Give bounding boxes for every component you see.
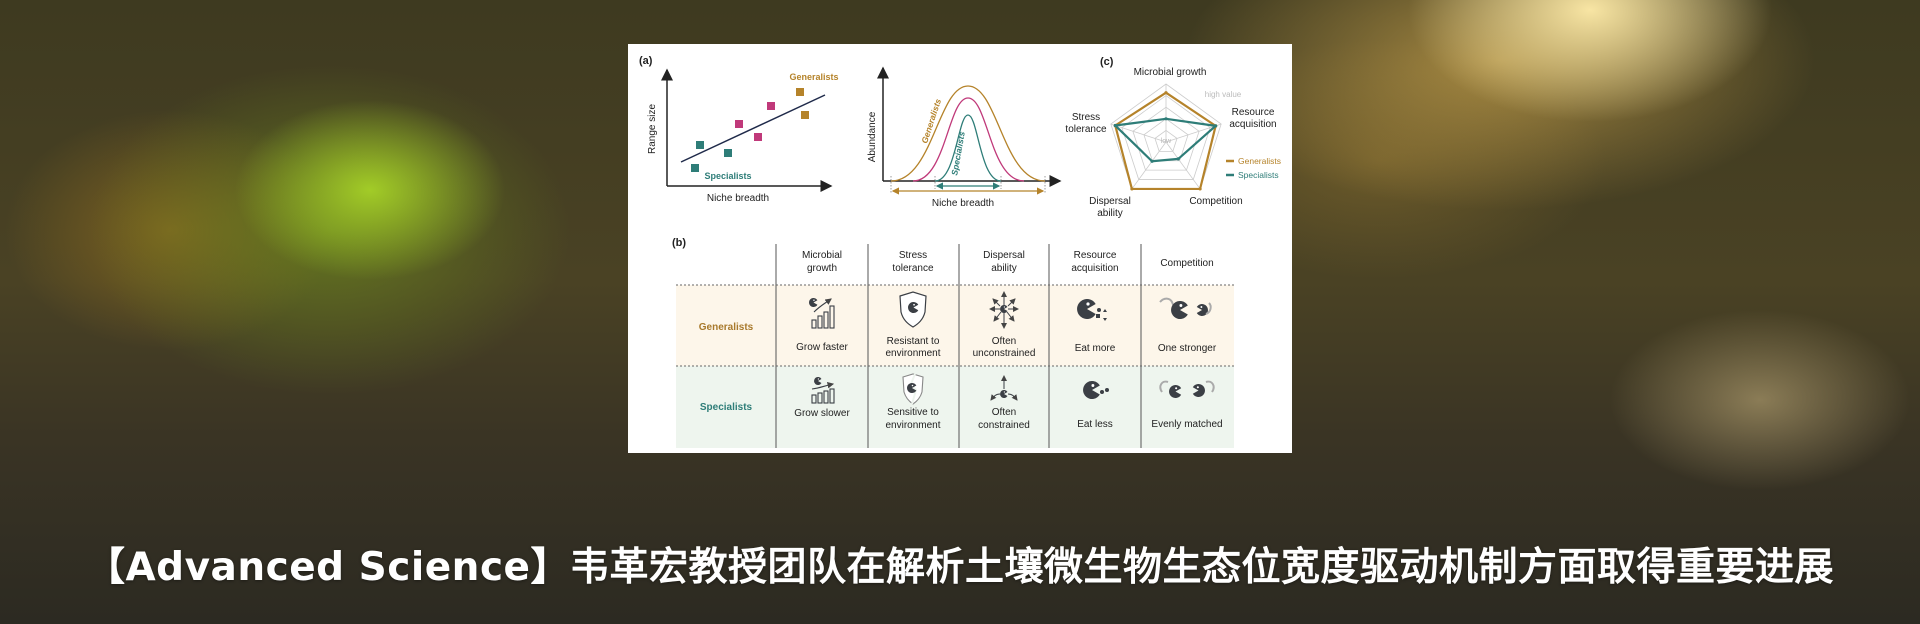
radar-spoke (1110, 123, 1167, 143)
table-row-specialists: Specialists Grow slower Sensitive to env… (700, 373, 1223, 431)
col-header-line1: Microbial (802, 250, 842, 261)
radar-grid-ring (1121, 95, 1211, 180)
cell-text: Resistant to (887, 336, 940, 347)
radar-point (1150, 159, 1154, 163)
col-header-line1: Stress (899, 250, 927, 261)
broken-shield-icon (902, 373, 924, 405)
competition-even-icon (1159, 380, 1215, 398)
radar-label-growth: Microbial growth (1134, 67, 1207, 78)
col-header-line2: growth (807, 263, 837, 274)
specialists-row-bg (676, 366, 1234, 448)
row-label: Generalists (699, 322, 754, 333)
growth-fast-icon (809, 298, 835, 329)
scatter-specialists-label: Specialists (704, 171, 751, 181)
radar-spoke (1165, 141, 1201, 190)
scatter-generalists-label: Generalists (789, 72, 838, 82)
radar-spoke (1165, 123, 1222, 143)
radar-point (1214, 124, 1218, 128)
point-specialist (696, 141, 704, 149)
point-intermediate (754, 133, 762, 141)
legend-generalists: Generalists (1238, 156, 1281, 166)
curves-y-label: Abundance (867, 111, 878, 162)
panel-c-label: (c) (1100, 56, 1114, 68)
radar-low-label: low (1161, 138, 1172, 145)
point-intermediate (735, 120, 743, 128)
scatter-y-label: Range size (647, 104, 658, 154)
cell-text: unconstrained (973, 348, 1036, 359)
radar-label-dispersal-2: ability (1097, 208, 1123, 219)
radar-point (1164, 117, 1168, 121)
intermediate-curve (912, 97, 1025, 182)
cell-text: Often (992, 336, 1016, 347)
radar-chart (1110, 83, 1222, 191)
curves-x-label: Niche breadth (932, 198, 994, 209)
radar-label-stress-2: tolerance (1065, 124, 1107, 135)
col-header-line1: Resource (1074, 250, 1117, 261)
panel-a-label: (a) (639, 55, 653, 67)
point-specialist (691, 164, 699, 172)
figure-svg: (a) Generalists Specialists Niche breadt… (639, 55, 1281, 448)
col-header-line2: ability (991, 263, 1017, 274)
cell-text: environment (885, 348, 940, 359)
radar-label-competition: Competition (1189, 196, 1242, 207)
radar-label-dispersal-1: Dispersal (1089, 196, 1131, 207)
cell-text: Eat more (1075, 343, 1116, 354)
shield-icon (899, 291, 927, 328)
radar-label-resource-2: acquisition (1229, 119, 1276, 130)
col-header-line1: Dispersal (983, 250, 1025, 261)
radar-series-specialists (1114, 117, 1217, 163)
radar-point (1113, 123, 1117, 128)
point-generalist (796, 88, 804, 96)
radar-spoke (1131, 141, 1167, 190)
panel-b-label: (b) (672, 237, 686, 249)
table-row-generalists: Generalists Grow faster Resistant to env… (699, 291, 1217, 359)
radar-grid-ring (1132, 106, 1200, 171)
dispersal-many-icon (989, 291, 1019, 329)
table-header: Microbial growth Stress tolerance Disper… (802, 250, 1214, 274)
cell-text: One stronger (1158, 343, 1217, 354)
page-title: 【Advanced Science】韦革宏教授团队在解析土壤微生物生态位宽度驱动… (85, 545, 1835, 590)
point-specialist (724, 149, 732, 157)
cell-text: Grow faster (796, 342, 848, 353)
scatter-points (691, 88, 809, 172)
row-label: Specialists (700, 402, 753, 413)
radar-series-generalists (1114, 91, 1217, 191)
curves-specialists-label: Specialists (949, 130, 967, 176)
point-generalist (801, 111, 809, 119)
point-intermediate (767, 102, 775, 110)
dispersal-few-icon (990, 375, 1018, 401)
legend-specialists: Specialists (1238, 170, 1279, 180)
cell-text: Often (992, 407, 1016, 418)
trend-line (680, 94, 826, 163)
generalists-curve (890, 85, 1046, 182)
radar-point (1164, 91, 1168, 95)
cell-text: Sensitive to (887, 407, 939, 418)
radar-point (1198, 187, 1202, 191)
col-header: Competition (1160, 258, 1213, 269)
cell-text: environment (885, 420, 940, 431)
generalists-row-bg (676, 285, 1234, 366)
radar-label-resource-1: Resource (1232, 107, 1275, 118)
radar-high-label: high value (1205, 90, 1242, 99)
col-header-line2: acquisition (1071, 263, 1118, 274)
radar-point (1130, 187, 1134, 191)
growth-slow-icon (811, 377, 835, 404)
cell-text: Grow slower (794, 408, 850, 419)
specialists-curve (934, 114, 1002, 182)
cell-text: Evenly matched (1151, 419, 1222, 430)
radar-label-stress-1: Stress (1072, 112, 1100, 123)
cell-text: Eat less (1077, 419, 1113, 430)
col-header-line2: tolerance (892, 263, 934, 274)
pacman-eat-more-icon (1077, 299, 1107, 321)
scatter-x-label: Niche breadth (707, 193, 769, 204)
competition-uneven-icon (1159, 297, 1212, 319)
radar-point (1176, 157, 1180, 161)
radar-grid-ring (1154, 129, 1178, 152)
cell-text: constrained (978, 420, 1030, 431)
figure: (a) Generalists Specialists Niche breadt… (628, 44, 1292, 453)
pacman-eat-less-icon (1083, 381, 1109, 399)
radar-legend: Generalists Specialists (1226, 156, 1281, 180)
